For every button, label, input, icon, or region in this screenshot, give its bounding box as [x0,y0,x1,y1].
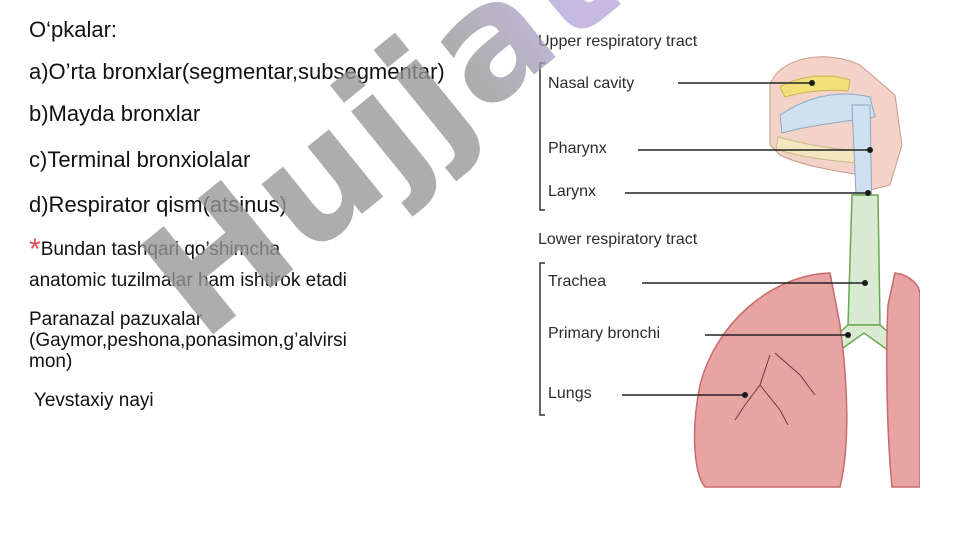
note-line-1: *Bundan tashqari qo’shimcha [29,235,499,265]
paranasal-line-1: Paranazal pazuxalar [29,309,203,330]
list-item-d: d)Respirator qism(atsinus) [29,192,287,217]
paranasal-line-2: (Gaymor,peshona,ponasimon,g’alvirsi [29,330,347,351]
label-larynx: Larynx [548,183,597,200]
eustachian-tube-line: Yevstaxiy nayi [29,390,154,411]
star-bullet: * [29,233,41,266]
respiratory-diagram: Upper respiratory tract Nasal cavity Pha… [530,25,920,495]
text-column: O‘pkalar: a)O’rta bronxlar(segmentar,sub… [29,17,499,412]
label-pharynx: Pharynx [548,140,607,157]
label-nasal-cavity: Nasal cavity [548,75,635,92]
slide-title: O‘pkalar: [29,17,118,42]
list-item-c: c)Terminal bronxiolalar [29,147,251,172]
respiratory-illustration [539,56,920,488]
list-item-b: b)Mayda bronxlar [29,101,201,126]
label-primary-bronchi: Primary bronchi [548,325,661,342]
note-text-1: Bundan tashqari qo’shimcha [40,239,281,260]
upper-tract-header: Upper respiratory tract [538,33,698,50]
label-trachea: Trachea [548,273,607,290]
note-line-2: anatomic tuzilmalar ham ishtirok etadi [29,270,347,291]
lower-tract-header: Lower respiratory tract [538,231,698,248]
list-item-a: a)O’rta bronxlar(segmentar,subsegmentar) [29,59,445,84]
label-lungs: Lungs [548,385,592,402]
paranasal-line-3: mon) [29,351,73,372]
